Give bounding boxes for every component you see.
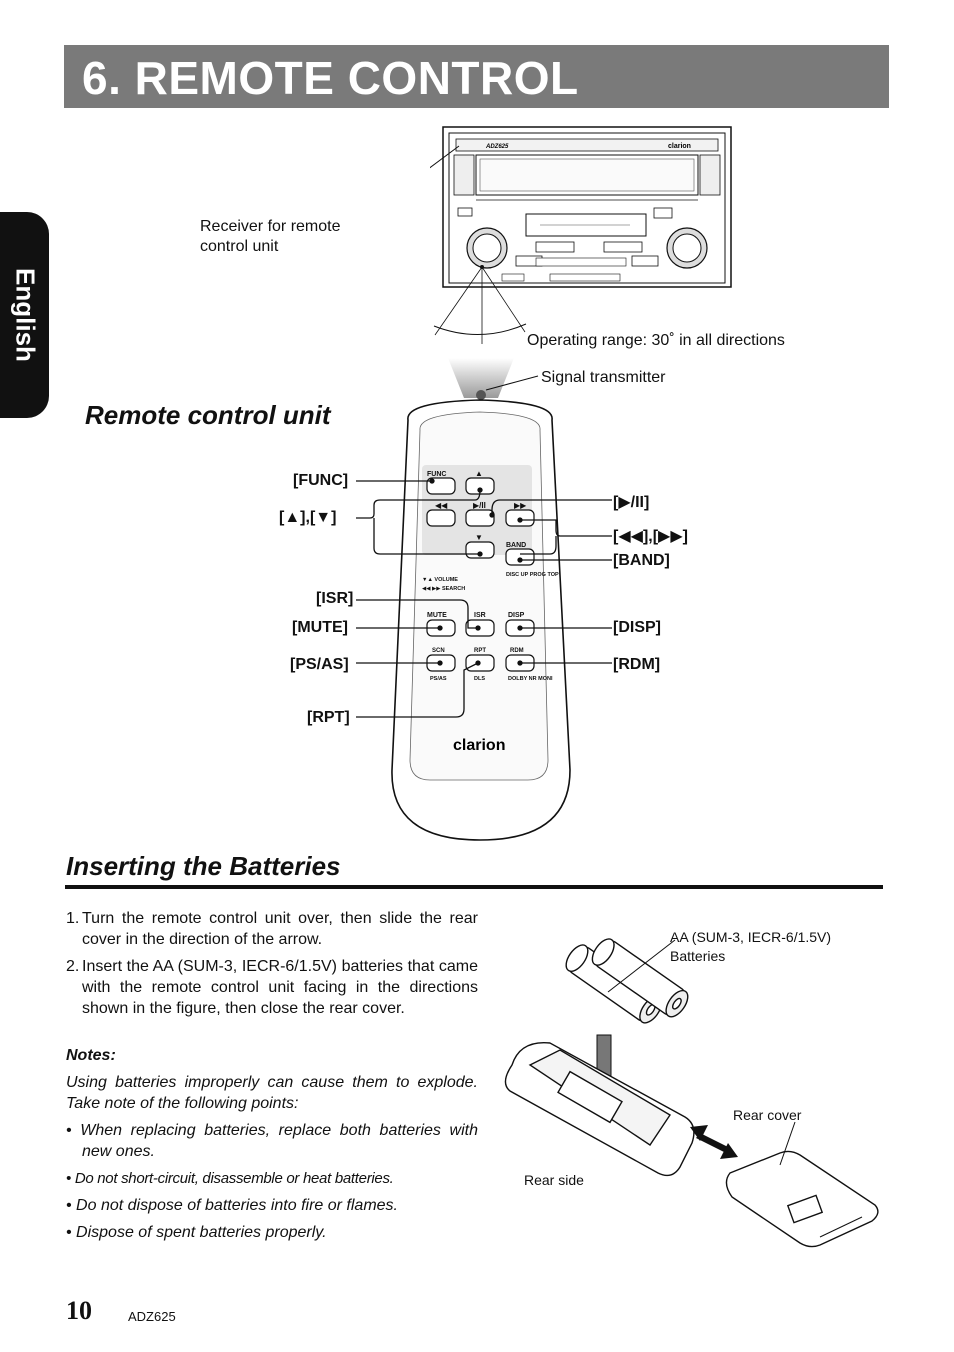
down-arrow-icon: ▼ <box>475 533 483 542</box>
batteries-heading: Inserting the Batteries <box>66 851 341 881</box>
note-bullet-3: • Do not dispose of batteries into fire … <box>66 1197 398 1214</box>
key-discup-label: DISC UP PROG TOP <box>506 572 559 578</box>
signal-transmitter-label: Signal transmitter <box>541 369 666 386</box>
callout-rdm: [RDM] <box>613 656 661 673</box>
model-number: ADZ625 <box>128 1309 176 1324</box>
key-psas-label: PS/AS <box>430 676 447 682</box>
callout-isr: [ISR] <box>316 590 354 607</box>
battery-1 <box>565 944 663 1024</box>
notes-heading: Notes: <box>66 1047 116 1064</box>
section-divider <box>65 885 883 889</box>
callout-disp: [DISP] <box>613 619 661 636</box>
callout-psas: [PS/AS] <box>290 656 349 673</box>
remote-control-heading: Remote control unit <box>85 400 331 430</box>
callout-mute: [MUTE] <box>292 619 348 636</box>
play-pause-key[interactable] <box>465 509 495 527</box>
step-2-text: Insert the AA (SUM-3, IECR-6/1.5V) batte… <box>82 958 478 1017</box>
callout-up-down: [▲],[▼] <box>279 509 337 526</box>
rear-cover-illustration <box>725 1150 879 1248</box>
remote-brand: clarion <box>453 737 505 754</box>
key-scn-label: SCN <box>432 648 445 654</box>
language-tab-label: English <box>10 268 40 362</box>
step-1: 1. Turn the remote control unit over, th… <box>66 908 478 950</box>
operating-range-label: Operating range: 30˚ in all directions <box>527 332 785 349</box>
key-dls-label: DLS <box>474 676 485 682</box>
key-func-label: FUNC <box>427 471 446 478</box>
prev-key[interactable] <box>426 509 456 527</box>
battery-2 <box>591 938 689 1018</box>
head-unit-illustration: ADZ625 clarion <box>430 126 732 344</box>
note-bullet-4: • Dispose of spent batteries properly. <box>66 1224 327 1241</box>
step-2-number: 2. <box>66 958 80 975</box>
callout-play-pause: [▶/II] <box>613 494 650 511</box>
key-rdm-label: RDM <box>510 648 524 654</box>
batteries-label: AA (SUM-3, IECR-6/1.5V) Batteries <box>670 929 832 964</box>
language-tab: English <box>0 212 49 418</box>
band-key[interactable] <box>505 548 535 566</box>
key-volume-label: ▼▲ VOLUME <box>422 577 458 583</box>
remote-control-illustration: FUNC BAND MUTE ISR DISP SCN RPT RDM PS/A… <box>356 358 612 841</box>
key-search-label: ◀◀ ▶▶ SEARCH <box>422 586 465 592</box>
key-mute-label: MUTE <box>427 612 447 619</box>
notes-intro: Using batteries improperly can cause the… <box>66 1074 478 1112</box>
step-2: 2. Insert the AA (SUM-3, IECR-6/1.5V) ba… <box>66 956 478 1019</box>
page-title-bar: 6. REMOTE CONTROL <box>64 45 889 108</box>
callout-func: [FUNC] <box>293 472 349 489</box>
battery-figure <box>504 938 879 1248</box>
remote-rear-illustration <box>504 1041 695 1177</box>
note-bullet-1: • When replacing batteries, replace both… <box>66 1122 478 1160</box>
rear-side-label: Rear side <box>524 1172 584 1188</box>
prev-arrow-icon: ◀◀ <box>435 501 448 510</box>
signal-transmitter-icon <box>476 390 486 400</box>
page-number: 10 <box>66 1296 92 1325</box>
step-1-text: Turn the remote control unit over, then … <box>82 910 478 948</box>
rear-cover-label: Rear cover <box>733 1107 802 1123</box>
page-title: 6. REMOTE CONTROL <box>82 52 579 104</box>
unit-model-text: ADZ625 <box>485 144 509 150</box>
receiver-label: Receiver for remote control unit <box>200 218 341 255</box>
unit-brand-text: clarion <box>668 143 691 150</box>
callout-rpt: [RPT] <box>307 709 350 726</box>
callout-skip: [◀◀],[▶▶] <box>613 528 688 545</box>
next-arrow-icon: ▶▶ <box>514 501 527 510</box>
key-dolby-label: DOLBY NR MONI <box>508 676 553 682</box>
key-disp-label: DISP <box>508 612 525 619</box>
up-arrow-icon: ▲ <box>475 469 483 478</box>
callout-band: [BAND] <box>613 552 670 569</box>
step-1-number: 1. <box>66 910 80 927</box>
key-rpt-label: RPT <box>474 648 486 654</box>
note-bullet-2: • Do not short-circuit, disassemble or h… <box>66 1170 394 1187</box>
play-pause-icon: ▶/II <box>473 501 486 510</box>
key-isr-label: ISR <box>474 612 486 619</box>
slide-arrow-icon <box>690 1125 738 1159</box>
key-band-label: BAND <box>506 542 526 549</box>
signal-beam <box>448 358 514 398</box>
